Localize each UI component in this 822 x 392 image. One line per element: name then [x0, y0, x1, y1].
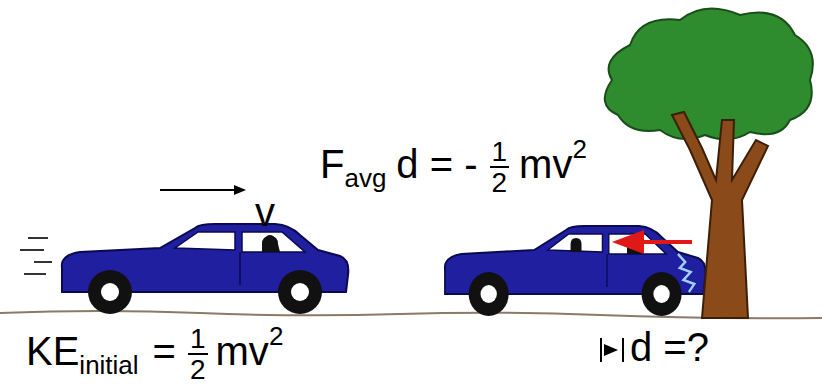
numerator: 1 — [490, 137, 510, 168]
fraction: 12 — [490, 137, 510, 198]
numerator: 1 — [188, 324, 208, 355]
formula-text: mv — [519, 142, 572, 186]
subscript: avg — [344, 163, 386, 193]
speed-lines — [20, 238, 52, 274]
velocity-arrow — [160, 185, 246, 195]
formula-text: = — [153, 329, 176, 373]
formula-text: KE — [26, 329, 79, 373]
formula: Favgd = -12mv2 — [320, 135, 587, 197]
formula-text: F — [320, 142, 344, 186]
formula: v — [255, 190, 275, 234]
denominator: 2 — [188, 355, 208, 384]
formula: KEinitial=12mv2 — [26, 322, 283, 384]
denominator: 2 — [490, 168, 510, 197]
crashed-car — [445, 226, 706, 316]
moving-car — [62, 224, 349, 314]
distance-symbol — [601, 338, 623, 362]
formula: d =? — [630, 325, 709, 369]
superscript: 2 — [572, 134, 586, 164]
formula-text: d =? — [630, 325, 709, 369]
tree — [605, 9, 813, 318]
formula-text: d = - — [396, 142, 477, 186]
subscript: initial — [79, 350, 138, 380]
ground-line — [0, 311, 822, 318]
formula-text: mv — [216, 329, 269, 373]
superscript: 2 — [269, 321, 283, 351]
formula-text: v — [255, 190, 275, 234]
force-arrow — [612, 230, 692, 254]
fraction: 12 — [188, 324, 208, 385]
